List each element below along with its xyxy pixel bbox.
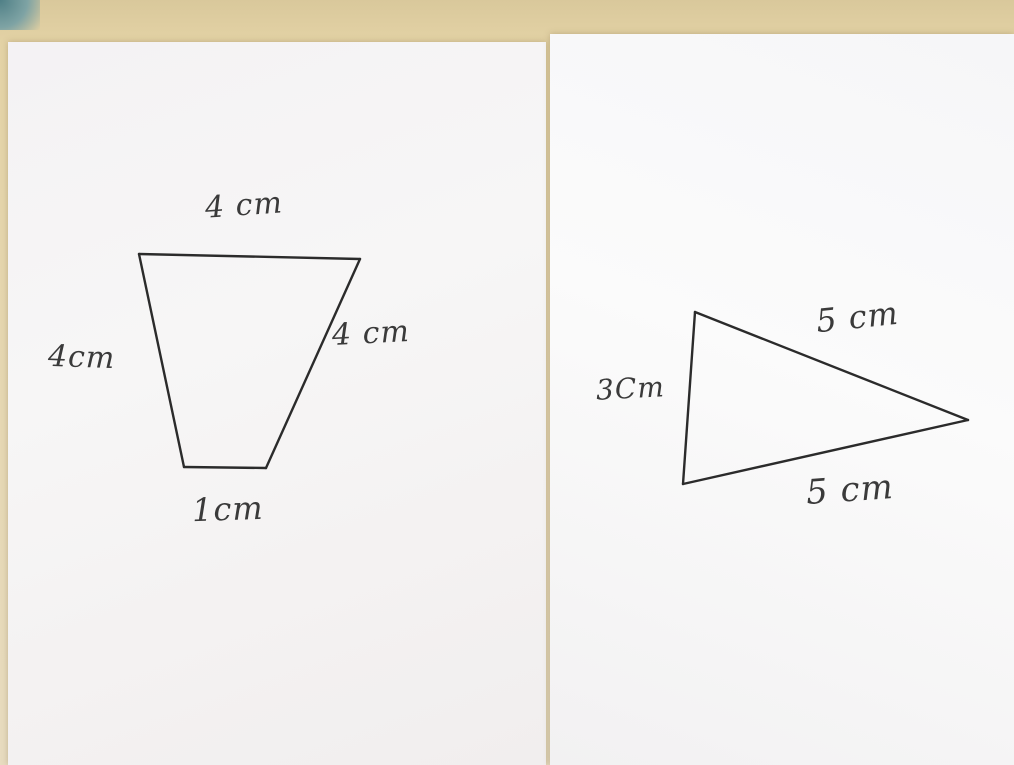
triangle-top-edge — [693, 310, 970, 422]
trapezoid-left-edge — [137, 252, 186, 469]
trapezoid-right-edge — [264, 257, 362, 470]
triangle-bottom-edge — [681, 418, 970, 486]
fabric-corner — [0, 0, 40, 30]
triangle-shape — [681, 310, 970, 486]
trapezoid-top-edge — [137, 252, 362, 261]
triangle-bottom-label: 5 cm — [804, 466, 896, 514]
trapezoid-left-label: 4cm — [47, 338, 116, 377]
paper-sheet-right — [550, 34, 1014, 765]
triangle-left-label: 3Cm — [595, 370, 666, 407]
trapezoid-shape — [137, 252, 362, 470]
paper-sheet-left — [8, 42, 546, 765]
trapezoid-right-label: 4 cm — [331, 313, 411, 354]
trapezoid-bottom-edge — [182, 465, 268, 470]
trapezoid-top-label: 4 cm — [203, 185, 285, 226]
triangle-left-edge — [681, 310, 697, 486]
trapezoid-bottom-label: 1cm — [191, 488, 265, 530]
